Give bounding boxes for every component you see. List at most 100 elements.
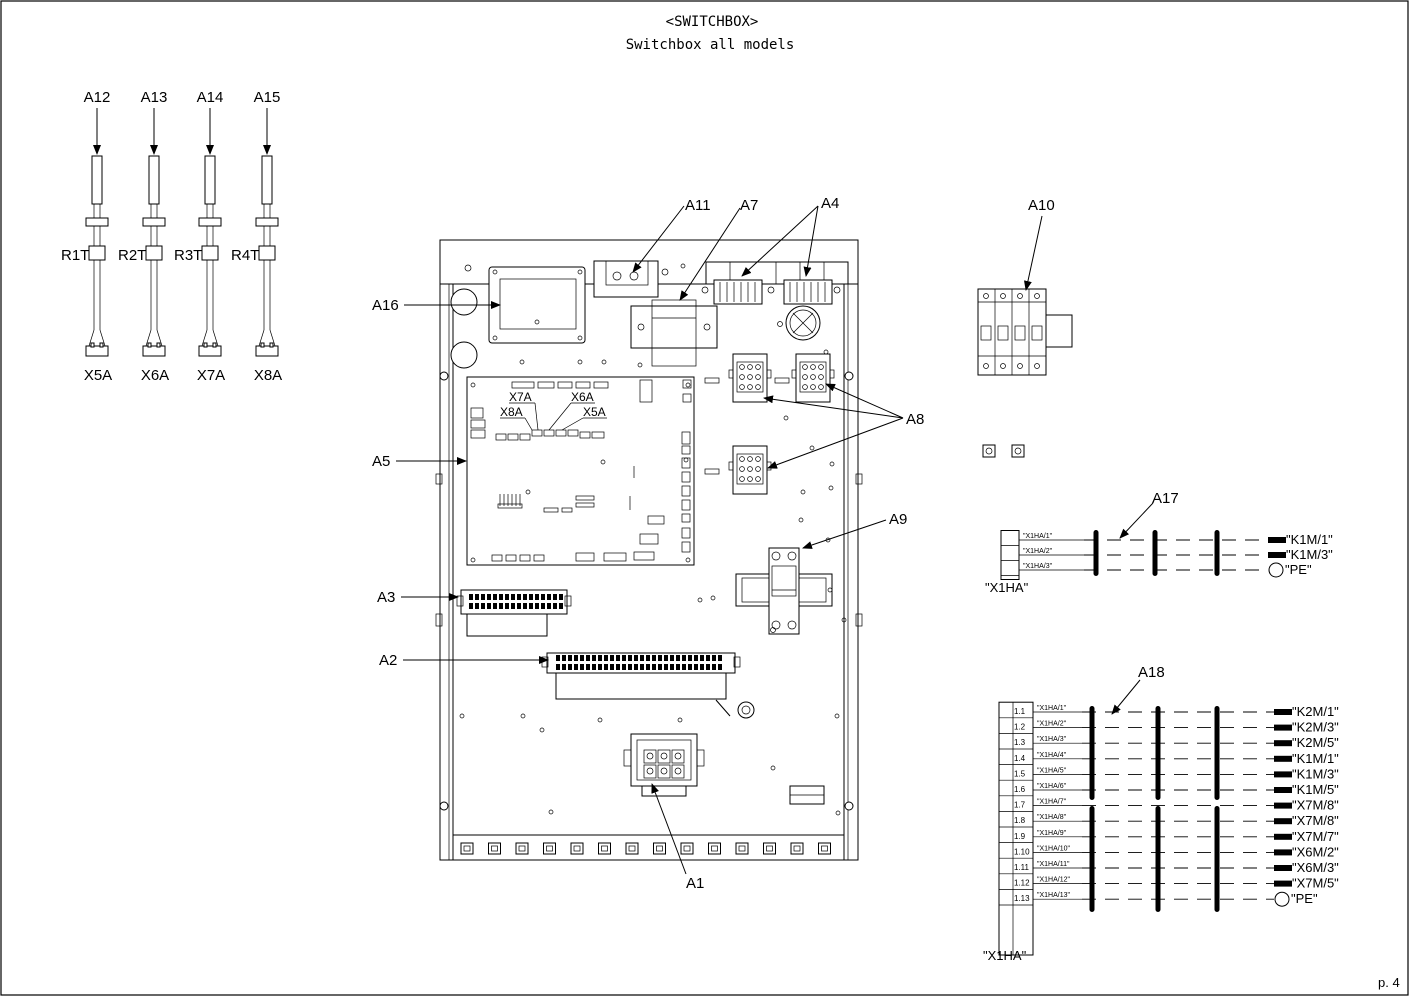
harness-end-label: "K1M/3"	[1292, 766, 1339, 781]
sensor-callout: A15	[254, 89, 281, 106]
transformer-a7	[630, 299, 718, 367]
sensor-probe	[148, 155, 160, 205]
ring-terminal	[1274, 865, 1292, 871]
cable-sleeve	[1152, 530, 1158, 576]
terminal-strip-a3	[456, 589, 572, 637]
callout-a5: A5	[372, 453, 390, 470]
sensor-probe	[261, 155, 273, 205]
sensor-callout: A14	[197, 89, 224, 106]
ring-terminal	[1274, 833, 1292, 840]
harness-pin: 1.2	[1014, 723, 1026, 732]
breaker-a10	[977, 288, 1073, 376]
ground-terminal	[1268, 562, 1284, 578]
harness-a18: 1.1"X1HA/1""K2M/1"1.2"X1HA/2""K2M/3"1.3"…	[983, 701, 1339, 963]
ring-terminal	[1274, 755, 1292, 762]
ring-terminal	[1274, 787, 1292, 793]
harness-pin: 1.5	[1014, 769, 1026, 778]
harness-end-label: "PE"	[1285, 562, 1312, 577]
pcb-label-x6a: X6A	[571, 390, 594, 404]
cable-sleeve	[1089, 806, 1095, 912]
harness-tag: "X1HA/8"	[1037, 814, 1067, 821]
harness-tag: "X1HA/1"	[1037, 705, 1067, 712]
relay	[732, 445, 768, 495]
harness-end-label: "K1M/1"	[1292, 751, 1339, 766]
push-button	[982, 444, 996, 458]
callout-a10: A10	[1028, 197, 1055, 214]
terminal-block-a1	[623, 733, 705, 797]
sensor-probe	[204, 155, 216, 205]
ring-terminal	[1274, 849, 1292, 856]
fuse-modules-a4	[701, 261, 849, 305]
harness-pin: 1.4	[1014, 754, 1026, 763]
callout-a18: A18	[1138, 664, 1165, 681]
harness-pin: 1.13	[1014, 894, 1030, 903]
ring-terminal	[1274, 818, 1292, 825]
harness-tag: "X1HA/2"	[1037, 721, 1067, 728]
harness-pin: 1.7	[1014, 801, 1026, 810]
sensor-resistor-label: R4T	[231, 247, 259, 264]
cable-sleeve	[1214, 806, 1220, 912]
sensor-callout: A12	[84, 89, 111, 106]
harness-tag: "X1HA/6"	[1037, 783, 1067, 790]
pcb-label-x8a: X8A	[500, 405, 523, 419]
cable-gland	[785, 305, 821, 341]
ring-terminal	[1274, 724, 1292, 731]
harness-a17: "X1HA/1""K1M/1""X1HA/2""K1M/3""X1HA/3""P…	[985, 530, 1333, 595]
harness-pin: 1.1	[1014, 707, 1026, 716]
harness-end-label: "X7M/8"	[1292, 798, 1339, 813]
harness-tag: "X1HA/10"	[1037, 845, 1071, 852]
harness-tag: "X1HA/9"	[1037, 830, 1067, 837]
callout-a4: A4	[821, 195, 839, 212]
sensor-connector-label: X6A	[141, 367, 169, 384]
cable-sleeve	[1214, 706, 1220, 800]
harness-pin: 1.12	[1014, 879, 1030, 888]
harness-end-label: "K2M/5"	[1292, 735, 1339, 750]
sensor-resistor-label: R1T	[61, 247, 89, 264]
ring-terminal	[1268, 552, 1286, 558]
callout-a1: A1	[686, 875, 704, 892]
sensor-resistor-label: R3T	[174, 247, 202, 264]
transformer-plate	[450, 264, 586, 369]
push-button	[1011, 444, 1025, 458]
harness-tag: "X1HA/7"	[1037, 799, 1067, 806]
callout-a2: A2	[379, 652, 397, 669]
callout-a17: A17	[1152, 490, 1179, 507]
harness-end-label: "X7M/5"	[1292, 876, 1339, 891]
harness-tag: "X1HA/11"	[1037, 861, 1070, 868]
harness-tag: "X1HA/13"	[1037, 892, 1071, 899]
ring-terminal	[1274, 740, 1292, 747]
ring-terminal	[1274, 771, 1292, 778]
sensor-connector-label: X5A	[84, 367, 112, 384]
harness-pin: 1.11	[1014, 863, 1030, 872]
harness-pin: 1.3	[1014, 738, 1026, 747]
relays-a8	[704, 353, 835, 495]
din-device-a9	[735, 547, 833, 635]
harness-end-label: "K1M/1"	[1286, 532, 1333, 547]
harness-tag: "X1HA/3"	[1023, 563, 1053, 570]
page-number: p. 4	[1378, 975, 1400, 990]
ground-terminal	[1274, 891, 1290, 907]
harness-pin: 1.9	[1014, 832, 1026, 841]
sensor-connector-label: X8A	[254, 367, 282, 384]
callout-a3: A3	[377, 589, 395, 606]
relay	[732, 353, 768, 403]
ring-terminal	[1274, 802, 1292, 809]
terminal-block-a11	[593, 260, 669, 298]
cable-sleeve	[1214, 530, 1220, 576]
harness-end-label: "K2M/3"	[1292, 720, 1339, 735]
harness-pin: 1.8	[1014, 816, 1026, 825]
harness-connector	[998, 701, 1034, 956]
cable-sleeve	[1155, 706, 1161, 800]
page-subtitle: Switchbox all models	[626, 37, 795, 53]
harness-end-label: "X6M/3"	[1292, 860, 1339, 875]
sensor-plug	[198, 345, 222, 357]
harness-tag: "X1HA/12"	[1037, 877, 1071, 884]
mounting-holes	[459, 263, 847, 816]
